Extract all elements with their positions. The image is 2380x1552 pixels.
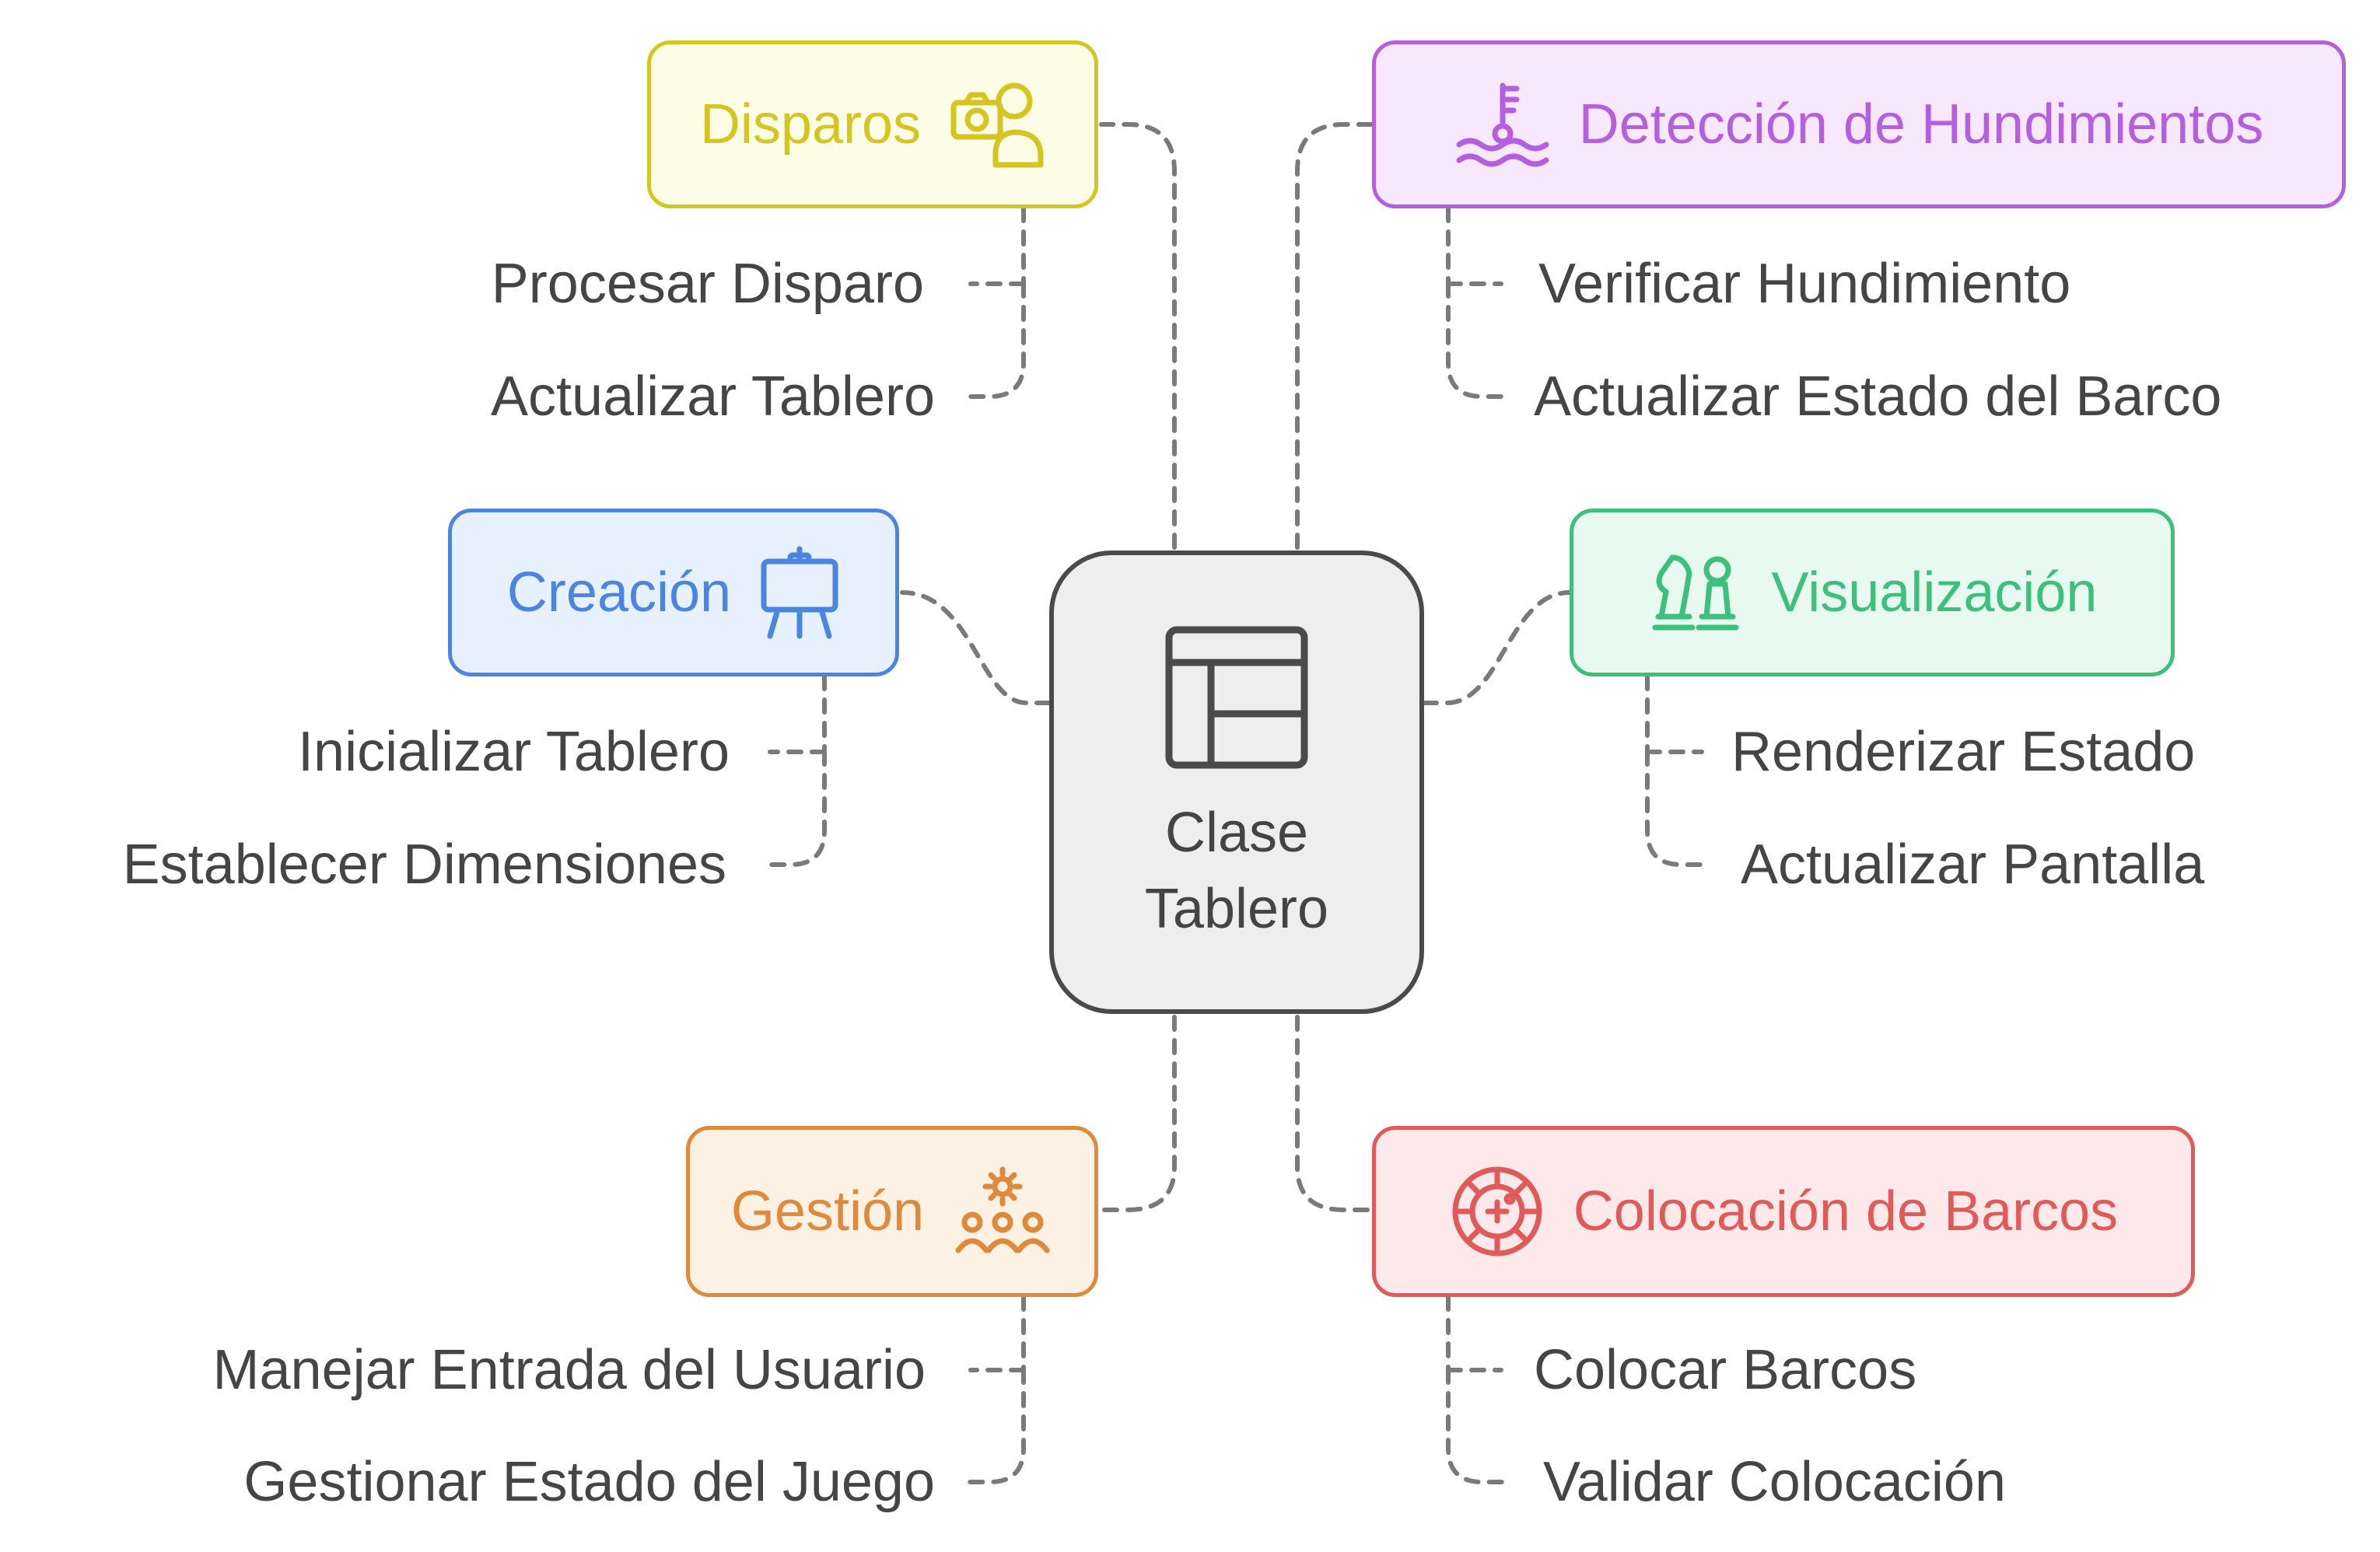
connector-colocacion-items — [1446, 1295, 1507, 1484]
branch-colocacion-label: Colocación de Barcos — [1573, 1180, 2119, 1243]
connector-disparos-items — [965, 206, 1026, 399]
connector-center-visualizacion — [1422, 590, 1572, 705]
connector-gestion-items — [965, 1295, 1026, 1484]
center-node[interactable]: Clase Tablero — [1049, 551, 1424, 1014]
branch-gestion-label: Gestión — [730, 1180, 925, 1243]
leaf-inicializar-tablero: Inicializar Tablero — [298, 721, 730, 783]
easel-icon — [761, 546, 838, 639]
branch-hundimientos-label: Detección de Hundimientos — [1578, 93, 2264, 156]
leaf-actualizar-pantalla: Actualizar Pantalla — [1741, 834, 2205, 896]
leaf-colocar-barcos: Colocar Barcos — [1534, 1339, 1917, 1401]
chess-pieces-icon — [1652, 554, 1739, 631]
thermometer-waves-icon — [1456, 82, 1549, 167]
branch-creacion-label: Creación — [506, 561, 732, 624]
leaf-procesar-disparo: Procesar Disparo — [491, 253, 924, 315]
leaf-actualizar-tablero: Actualizar Tablero — [491, 365, 935, 428]
connector-center-colocacion — [1295, 1015, 1374, 1212]
leaf-renderizar-estado: Renderizar Estado — [1731, 721, 2196, 783]
branch-visualizacion-label: Visualización — [1771, 561, 2098, 624]
roulette-target-icon — [1452, 1166, 1542, 1257]
gear-people-icon — [955, 1166, 1050, 1253]
camera-person-icon — [950, 82, 1044, 168]
connector-center-disparos — [1099, 122, 1177, 550]
branch-visualizacion[interactable]: Visualización — [1570, 509, 2175, 676]
branch-disparos-label: Disparos — [699, 93, 922, 156]
connector-visualizacion-items — [1645, 674, 1706, 867]
layout-grid-icon — [1165, 626, 1308, 769]
connector-center-creacion — [900, 590, 1052, 705]
branch-hundimientos[interactable]: Detección de Hundimientos — [1372, 40, 2346, 208]
leaf-verificar-hundimiento: Verificar Hundimiento — [1538, 253, 2071, 315]
leaf-gestionar-estado: Gestionar Estado del Juego — [243, 1451, 935, 1513]
leaf-validar-colocacion: Validar Colocación — [1543, 1451, 2006, 1513]
branch-gestion[interactable]: Gestión — [686, 1126, 1098, 1297]
connector-creacion-items — [766, 674, 827, 867]
leaf-establecer-dimensiones: Establecer Dimensiones — [122, 834, 726, 896]
branch-colocacion[interactable]: Colocación de Barcos — [1372, 1126, 2195, 1297]
leaf-actualizar-estado-barco: Actualizar Estado del Barco — [1534, 365, 2222, 428]
connector-center-gestion — [1099, 1015, 1177, 1212]
leaf-manejar-entrada: Manejar Entrada del Usuario — [212, 1339, 926, 1401]
connector-center-hundimientos — [1295, 122, 1374, 550]
connector-hundimientos-items — [1446, 206, 1507, 399]
branch-disparos[interactable]: Disparos — [647, 40, 1098, 208]
center-title: Clase Tablero — [1144, 802, 1329, 940]
branch-creacion[interactable]: Creación — [448, 509, 899, 676]
